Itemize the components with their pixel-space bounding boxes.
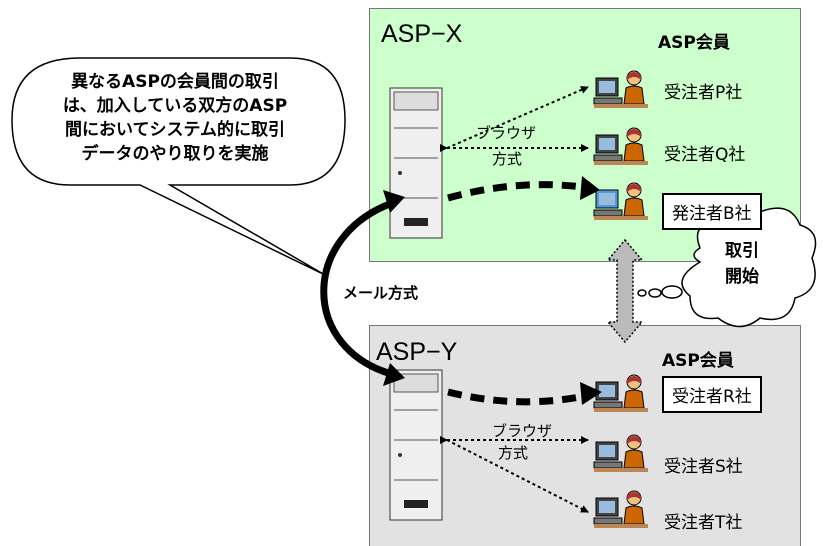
transaction-arrow: [606, 238, 644, 344]
browser-arrow-y-t: [446, 439, 589, 513]
callout-line-4: データのやり取りを実施: [81, 144, 269, 164]
pc-user-icon: [593, 490, 648, 528]
asp-y-title: ASP−Y: [376, 338, 458, 366]
pc-user-icon: [593, 374, 648, 412]
callout-line-2: は、加入している双方のASP: [62, 96, 288, 116]
asp-x-members-label: ASP会員: [658, 33, 730, 53]
cloud-line-2: 開始: [725, 267, 759, 287]
cloud-text: 取引 開始: [700, 238, 784, 290]
asp-y-browser-label-2: 方式: [498, 444, 529, 462]
bold-arrow-x-b: [447, 181, 591, 202]
mail-arrow: [320, 198, 397, 379]
asp-x-browser-label-1: ブラウザ: [476, 124, 537, 142]
asp-x-browser-label-2: 方式: [492, 150, 523, 168]
browser-arrow-x-p: [446, 86, 589, 149]
company-q: 受注者Q社: [664, 145, 746, 165]
pc-user-icon: [593, 182, 648, 220]
server-y-icon: [389, 369, 443, 521]
pc-user-icon: [593, 70, 648, 108]
callout-bubble: [11, 57, 346, 276]
callout-text: 異なるASPの会員間の取引 は、加入している双方のASP 間においてシステム的に…: [16, 70, 334, 166]
company-s: 受注者S社: [664, 457, 743, 477]
callout-line-3: 間においてシステム的に取引: [65, 120, 285, 140]
pc-user-icon: [593, 127, 648, 165]
mail-method-label: メール方式: [343, 284, 419, 302]
company-t: 受注者T社: [664, 513, 743, 533]
asp-x-title: ASP−X: [381, 20, 463, 48]
thought-cloud: [637, 207, 817, 328]
company-r: 受注者R社: [662, 376, 762, 413]
cloud-line-1: 取引: [725, 241, 759, 261]
bold-arrow-y-r: [447, 388, 591, 406]
server-x-icon: [389, 87, 443, 239]
company-p: 受注者P社: [664, 83, 743, 103]
pc-user-icon: [593, 434, 648, 472]
asp-y-browser-label-1: ブラウザ: [492, 422, 553, 440]
company-b: 発注者B社: [662, 193, 762, 230]
asp-y-members-label: ASP会員: [662, 351, 734, 371]
callout-line-1: 異なるASPの会員間の取引: [71, 72, 279, 92]
